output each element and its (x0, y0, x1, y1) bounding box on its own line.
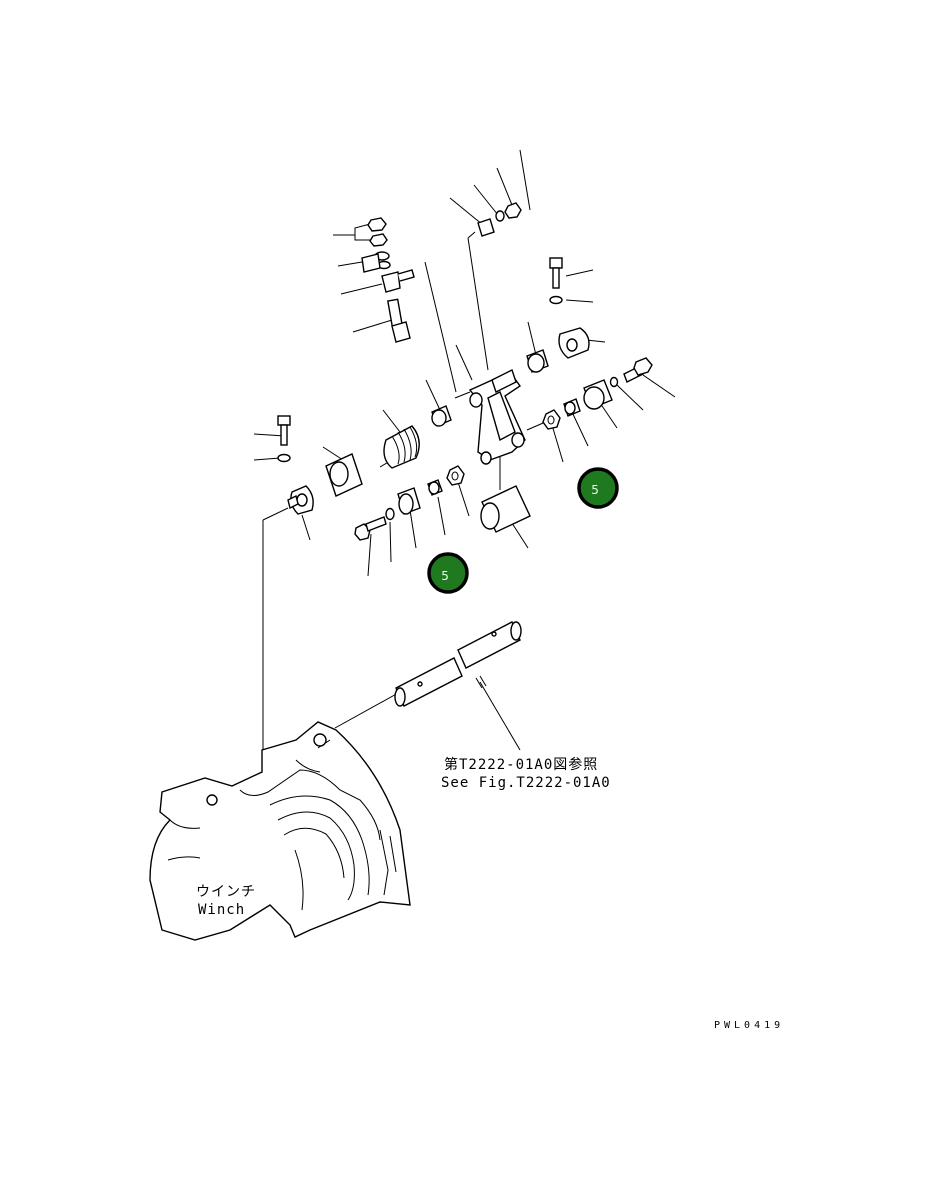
callout-5-left[interactable]: 5 (427, 552, 469, 594)
threaded-rod-block (387, 298, 411, 343)
shaft (394, 621, 522, 751)
bushing-mid-left (431, 405, 452, 427)
bolt-right-upper (549, 257, 563, 305)
nut-pair-top (361, 217, 391, 273)
small-bush-right (563, 398, 581, 417)
clamp-right (558, 327, 590, 359)
bushing-right-upper (526, 349, 549, 373)
bolt-left (277, 415, 291, 463)
spring (383, 425, 420, 469)
winch-label-jp: ウインチ (196, 884, 256, 900)
grease-fitting-block (381, 269, 415, 293)
top-washers (477, 202, 522, 237)
bolt-right-mid (609, 357, 653, 388)
drawing-code: PWL0419 (714, 1020, 784, 1031)
sleeve-lower-center (480, 485, 531, 533)
lever-arm (468, 369, 526, 465)
winch-housing (149, 721, 411, 941)
callout-5-right[interactable]: 5 (577, 467, 619, 509)
castle-nut-lower (446, 465, 465, 486)
castle-nut-right (542, 409, 561, 430)
reference-label-jp: 第T2222-01A0図参照 (444, 756, 598, 773)
bush-lower (397, 487, 421, 515)
leader-lines (253, 149, 676, 760)
clamp-left (287, 485, 314, 515)
winch-label-en: Winch (198, 902, 245, 918)
reference-label-en: See Fig.T2222-01A0 (441, 775, 611, 791)
sleeve-right (583, 379, 613, 410)
bolt-lower-left (354, 516, 387, 541)
callout-number: 5 (591, 483, 599, 497)
sleeve-left (325, 453, 363, 497)
collar-lower (427, 479, 443, 496)
washer-lower (385, 507, 395, 521)
callout-number: 5 (441, 569, 449, 583)
